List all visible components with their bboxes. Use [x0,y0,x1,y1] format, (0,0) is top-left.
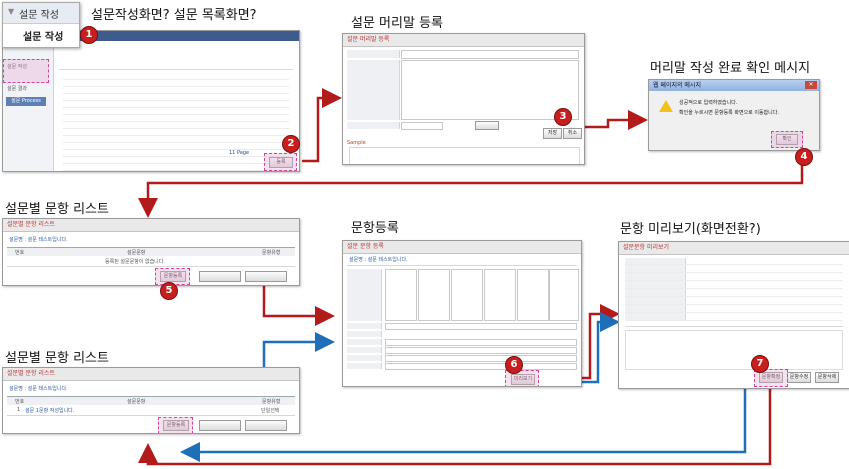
list-button-2[interactable] [199,271,241,282]
preview-button[interactable]: 미리보기 [511,374,535,385]
arrow-step2 [302,88,342,163]
filled-list-button-2[interactable] [199,420,241,431]
title-item-list-2: 설문별 문항 리스트 [5,351,109,366]
highlight-register [264,153,297,171]
title-survey-screen: 설문작성화면? 설문 목록화면? [91,8,257,23]
warning-icon [659,100,673,112]
header-form-title: 설문 머리말 등록 [343,34,584,47]
table-header: 번호 설문문항 문항유형 [7,247,295,256]
row-no: 1 [17,407,21,413]
item-preview-title: 설문문항 미리보기 [619,242,849,255]
step-badge-3: 3 [554,108,572,126]
title-item-preview: 문항 미리보기(화면전환?) [620,222,761,237]
step-badge-7: 7 [751,355,769,373]
app-top-bar [3,31,299,41]
filled-list-button-3[interactable] [245,420,287,431]
survey-list-screen: 설문 작성 설문 결과 설문 Process 11 Page 등록 [2,30,300,172]
list-button-3[interactable] [245,271,287,282]
highlight-preview [505,370,539,386]
confirm-item-button[interactable]: 문항확정 [759,372,783,383]
paging-label[interactable]: 11 Page [229,150,250,156]
col-item: 설문문항 [127,250,146,256]
step-badge-6: 6 [505,356,523,374]
item-register-title: 설문 문항 등록 [343,241,581,254]
title-item-register: 문항등록 [351,221,399,236]
table-row[interactable]: 1 설문 1문항 작성입니다. 단일선택 [7,406,295,414]
title-header-complete: 머리말 작성 완료 확인 메시지 [650,61,811,76]
preview-question-box [625,330,843,370]
title-item-list-1: 설문별 문항 리스트 [5,202,109,217]
close-icon[interactable]: ✕ [805,81,817,89]
confirm-dialog: 웹 페이지의 메시지 ✕ 성공적으로 입력하였습니다. 확인을 누르시면 문항등… [648,79,820,151]
cancel-button[interactable]: 취소 [563,128,582,139]
arrow-step7-blue-back [180,376,747,462]
chevron-down-icon: ▼ [8,7,15,16]
dialog-title: 웹 페이지의 메시지 ✕ [649,80,819,91]
delete-item-button[interactable]: 문항삭제 [815,372,839,383]
col-type: 문항유형 [262,250,281,256]
sidebar-item-write[interactable]: 설문 작성 [7,64,27,70]
survey-name-label: 설문명 : 설문 테스트입니다. [9,237,68,243]
row-type: 단일선택 [261,408,280,414]
sample-box [349,147,580,164]
step-badge-1: 1 [80,26,98,44]
filled-col-no: 번호 [15,399,25,405]
filled-survey-name: 설문명 : 설문 테스트입니다. [9,386,68,392]
item-list-filled-title: 설문별 문항 리스트 [3,368,299,381]
ok-button[interactable]: 확인 [776,134,798,145]
register-survey-name: 설문명 : 설문 테스트입니다. [349,257,408,263]
step-badge-4: 4 [795,148,813,166]
dialog-line2: 확인을 누르시면 문항등록 화면으로 이동합니다. [679,110,779,116]
item-list-empty-title: 설문별 문항 리스트 [3,219,299,232]
filled-table-header: 번호 설문문항 문항유형 [7,396,295,405]
row-item[interactable]: 설문 1문항 작성입니다. [25,408,75,414]
arrow-step3 [578,110,648,130]
process-button[interactable]: 설문 Process [6,97,46,106]
sample-label: Sample [347,140,366,146]
highlight-filled-register [158,417,193,433]
header-form-screen: 설문 머리말 등록 저장 취소 Sample [342,33,585,165]
filled-item-register-button[interactable]: 문항등록 [163,420,189,431]
sidebar: 설문 작성 설문 결과 설문 Process [3,41,54,171]
menu-popup: ▼ 설문 작성 설문 작성 [2,2,80,48]
item-register-screen: 설문 문항 등록 설문명 : 설문 테스트입니다. 미리보기 [342,240,582,387]
filled-col-type: 문항유형 [262,399,281,405]
highlight-ok [771,131,803,148]
file-button[interactable] [475,121,499,130]
menu-header: ▼ 설문 작성 [3,3,79,24]
highlight-confirm-item [754,369,788,387]
col-no: 번호 [15,250,25,256]
item-register-button[interactable]: 문항등록 [160,271,186,282]
sidebar-item-result[interactable]: 설문 결과 [7,86,27,92]
highlight-sidebar [3,59,49,83]
empty-message: 등록된 설문문항이 없습니다. [105,259,165,265]
title-header-register: 설문 머리말 등록 [351,16,443,31]
dialog-line1: 성공적으로 입력하였습니다. [679,100,738,106]
menu-header-label: 설문 작성 [19,10,59,21]
filled-col-item: 설문문항 [127,399,146,405]
step-badge-5: 5 [160,282,178,300]
register-button[interactable]: 등록 [269,157,293,168]
item-list-filled-screen: 설문별 문항 리스트 설문명 : 설문 테스트입니다. 번호 설문문항 문항유형… [2,367,300,434]
edit-item-button[interactable]: 문항수정 [787,372,811,383]
step-badge-2: 2 [282,135,300,153]
arrow-step7-red [138,386,772,466]
item-preview-screen: 설문문항 미리보기 문항확정 문항수정 문항삭제 [618,241,849,389]
menu-item-write[interactable]: 설문 작성 [23,32,64,43]
save-button[interactable]: 저장 [543,128,562,139]
item-list-empty-screen: 설문별 문항 리스트 설문명 : 설문 테스트입니다. 번호 설문문항 문항유형… [2,218,300,286]
